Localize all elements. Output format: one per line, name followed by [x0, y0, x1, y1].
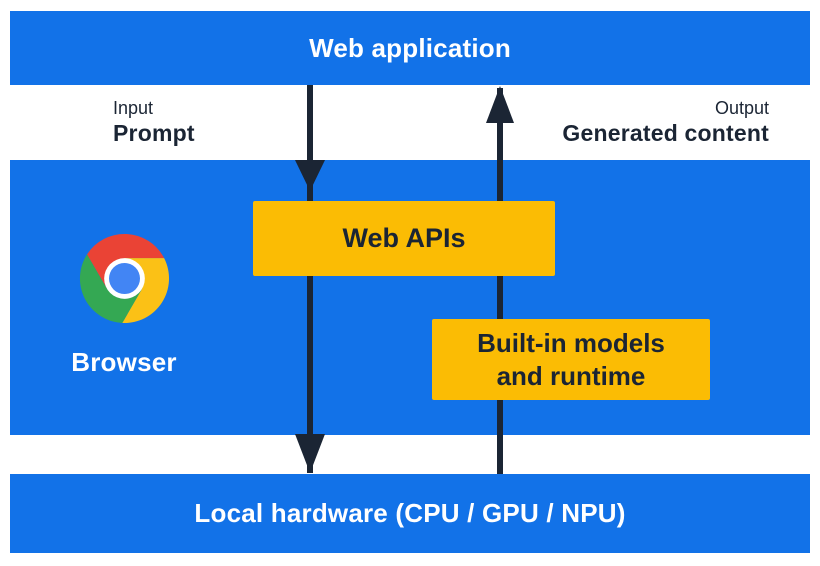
output-arrow-line — [497, 88, 503, 474]
output-title: Output — [714, 98, 769, 118]
web-application-label: Web application — [309, 32, 511, 63]
input-arrowhead-lower-icon — [295, 434, 325, 473]
web-apis-box: Web APIs — [253, 201, 555, 276]
local-hardware-label: Local hardware (CPU / GPU / NPU) — [194, 498, 626, 528]
input-title: Input — [113, 98, 154, 118]
input-annotation: Input Prompt — [113, 97, 195, 146]
web-application-layer: Web application — [10, 11, 810, 85]
web-apis-label: Web APIs — [342, 223, 466, 253]
browser-label: Browser — [71, 347, 177, 377]
output-arrowhead-icon — [486, 86, 514, 123]
input-arrow-line — [307, 85, 313, 473]
output-annotation: Output Generated content — [562, 97, 769, 146]
local-hardware-layer: Local hardware (CPU / GPU / NPU) — [10, 474, 810, 553]
chrome-browser-logo-icon — [79, 233, 170, 324]
builtin-models-box: Built-in models and runtime — [432, 319, 710, 400]
builtin-models-label-line1: Built-in models — [477, 327, 665, 358]
input-prompt-label: Prompt — [113, 120, 195, 146]
builtin-models-label-line2: and runtime — [496, 360, 646, 391]
generated-content-label: Generated content — [562, 120, 769, 146]
